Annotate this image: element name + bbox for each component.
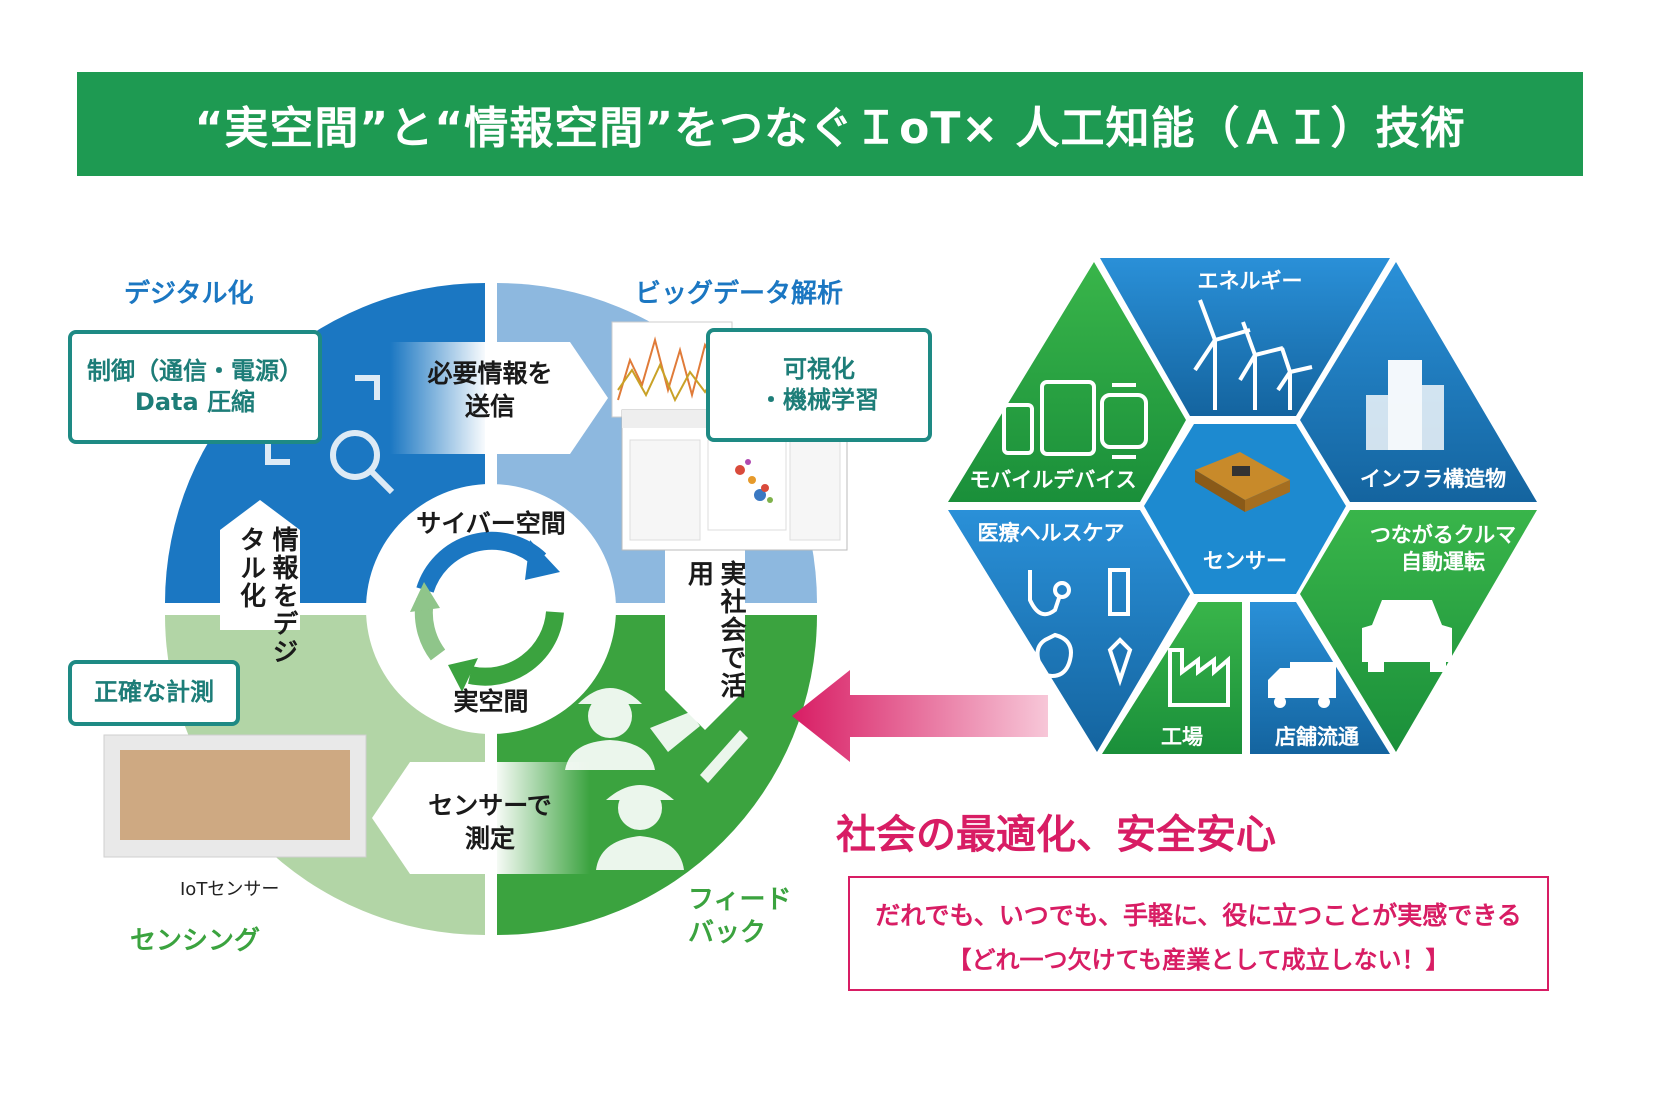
hex-label-car-line1: つながるクルマ [1369,523,1517,547]
hex-label-factory: 工場 [1161,725,1203,749]
hex-label-infra: インフラ構造物 [1359,467,1507,491]
footer-headline: 社会の最適化、安全安心 [836,812,1276,858]
worker-icons [565,688,748,870]
inner-circle [366,484,616,734]
measure-box: 正確な計測 [68,660,240,726]
visualize-box: 可視化 ・機械学習 [706,328,932,442]
label-feedback-line1: フィード [688,885,792,915]
iot-sensor-caption: IoTセンサー [180,879,280,900]
real-space-label: 実空間 [453,687,529,716]
hex-label-energy: エネルギー [1197,269,1303,293]
page-title: “実空間”と“情報空間”をつなぐＩoT× 人工知能（ＡＩ）技術 [194,103,1466,154]
cycle-arrows-icon [410,531,564,692]
measure-box-text: 正確な計測 [94,678,214,707]
factory-icon [1168,648,1230,707]
mobile-device-icons [1002,380,1148,459]
hex-label-health: 医療ヘルスケア [977,521,1125,545]
cyber-space-label: サイバー空間 [416,509,566,538]
hex-label-retail: 店舗流通 [1275,725,1359,749]
car-icon [1362,600,1452,672]
label-bigdata: ビッグデータ解析 [635,279,844,309]
sense-arrow-line2: 測定 [464,823,515,853]
send-arrow-line2: 送信 [464,391,515,421]
send-arrow-text: 必要情報を 送信 [400,358,580,423]
sensor-chip-icon [1195,452,1290,512]
send-arrow-line1: 必要情報を [427,359,553,388]
wind-turbine-icon [1193,299,1313,410]
title-banner [77,72,1583,176]
apply-arrow [665,540,745,730]
hex-label-mobile: モバイルデバイス [969,468,1137,492]
send-arrow [390,342,608,454]
hex-label-car: つながるクルマ 自動運転 [1358,522,1528,577]
footer-line1: だれでも、いつでも、手軽に、役に立つことが実感できる [875,901,1522,930]
label-feedback-line2: バック [688,917,767,948]
sense-arrow-line1: センサーで [428,791,552,820]
label-sensing: センシング [130,926,261,956]
footer-line2: 【どれ一つ欠けても産業として成立しない！】 [947,946,1450,974]
pink-arrow [792,670,1048,762]
visualize-box-line1: 可視化 [783,354,855,383]
control-box-line2: Data 圧縮 [134,388,256,416]
hex-label-center: センサー [1203,549,1287,573]
footer-box [848,876,1549,991]
medical-icons [1028,568,1133,687]
sense-arrow-text: センサーで 測定 [400,790,580,855]
iot-sensor-photo [103,734,367,858]
apply-arrow-text: 実社会で活用 [683,560,747,700]
label-digital: デジタル化 [124,279,254,309]
truck-icon [1268,662,1336,708]
control-box-line1: 制御（通信・電源） [87,356,303,385]
hex-label-car-line2: 自動運転 [1401,550,1485,575]
visualize-box-line2: ・機械学習 [759,386,879,414]
building-icon [1366,360,1444,450]
label-feedback: フィード バック [688,884,791,949]
digitize-arrow-text: 情報をデジタル化 [235,526,299,666]
sense-arrow [372,762,590,874]
digitize-arrow [220,500,300,630]
sector-energy [1100,258,1390,416]
control-box: 制御（通信・電源） Data 圧縮 [68,330,322,444]
